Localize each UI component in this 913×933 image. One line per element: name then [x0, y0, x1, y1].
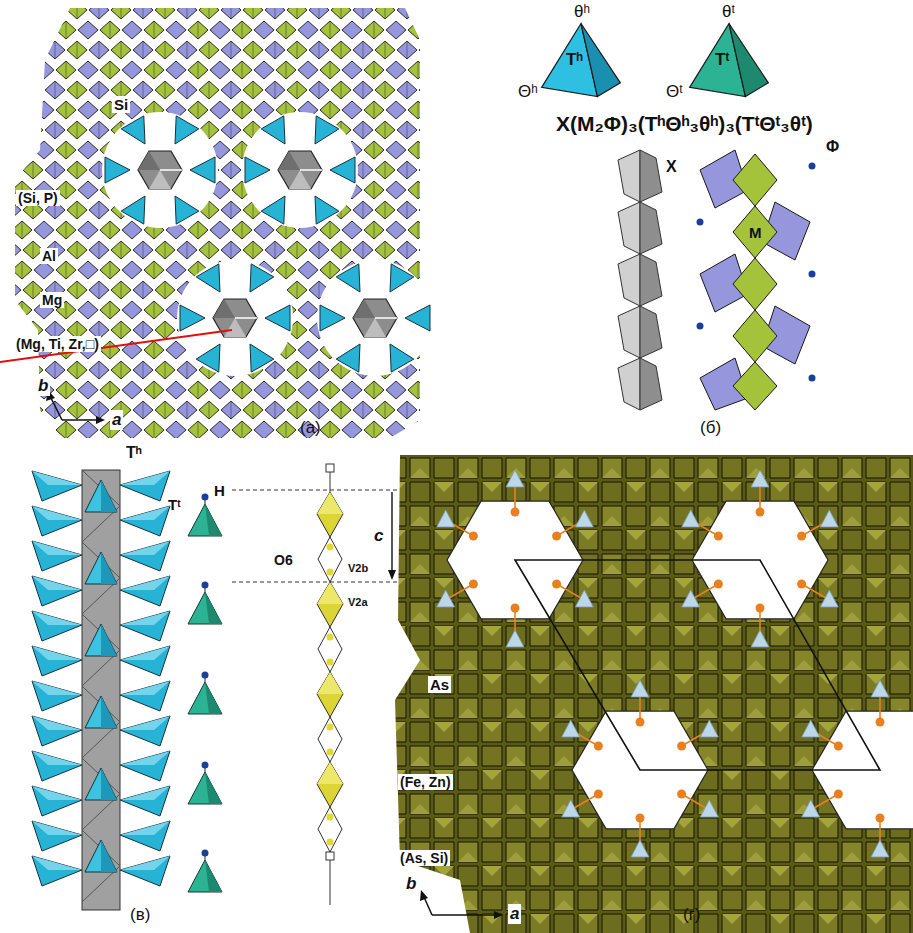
panel-label: (г): [683, 905, 701, 925]
vertex-label: θʰ: [574, 2, 590, 22]
site-label: Φ: [826, 138, 839, 156]
site-label: Tʰ: [126, 444, 142, 462]
axis-label: a: [508, 904, 521, 924]
atom-label: (Si, P): [16, 190, 60, 206]
panel-label: (а): [300, 418, 321, 438]
site-label: M: [749, 224, 762, 241]
site-label: X: [666, 158, 677, 176]
atom-label: Al: [40, 248, 58, 264]
vertex-label: Θᵗ: [666, 82, 683, 102]
atom-label: V2a: [348, 596, 368, 609]
atom-label: Mg: [40, 292, 64, 308]
site-label: Tᵗ: [168, 496, 180, 513]
tetrahedron-label: Tᵗ: [715, 50, 729, 70]
axis-label: c: [374, 526, 383, 546]
atom-label: (Fe, Zn): [398, 774, 453, 790]
atom-label: (As, Si): [398, 850, 450, 866]
tetrahedron: Tʰ: [540, 22, 622, 98]
formula-label: X(M₂Φ)₃(TʰΘʰ₃θʰ)₃(TᵗΘᵗ₃θᵗ): [556, 112, 813, 136]
atom-label: V2b: [348, 562, 368, 575]
panel-label: (в): [130, 905, 150, 925]
panel-label: (б): [700, 418, 721, 438]
axis-label: a: [110, 410, 123, 430]
tetrahedron-label: Tʰ: [566, 50, 583, 70]
atom-label: Si: [112, 96, 130, 113]
atom-label: O6: [274, 552, 293, 568]
atom-label: H: [214, 482, 225, 499]
axis-label: b: [404, 874, 418, 894]
vertex-label: Θʰ: [518, 82, 538, 102]
vertex-label: θᵗ: [722, 2, 735, 22]
axis-label: b: [36, 376, 50, 396]
atom-label: As: [428, 676, 451, 693]
tetrahedron: Tᵗ: [688, 22, 770, 98]
atom-label: (Mg, Ti, Zr,□): [14, 336, 101, 352]
